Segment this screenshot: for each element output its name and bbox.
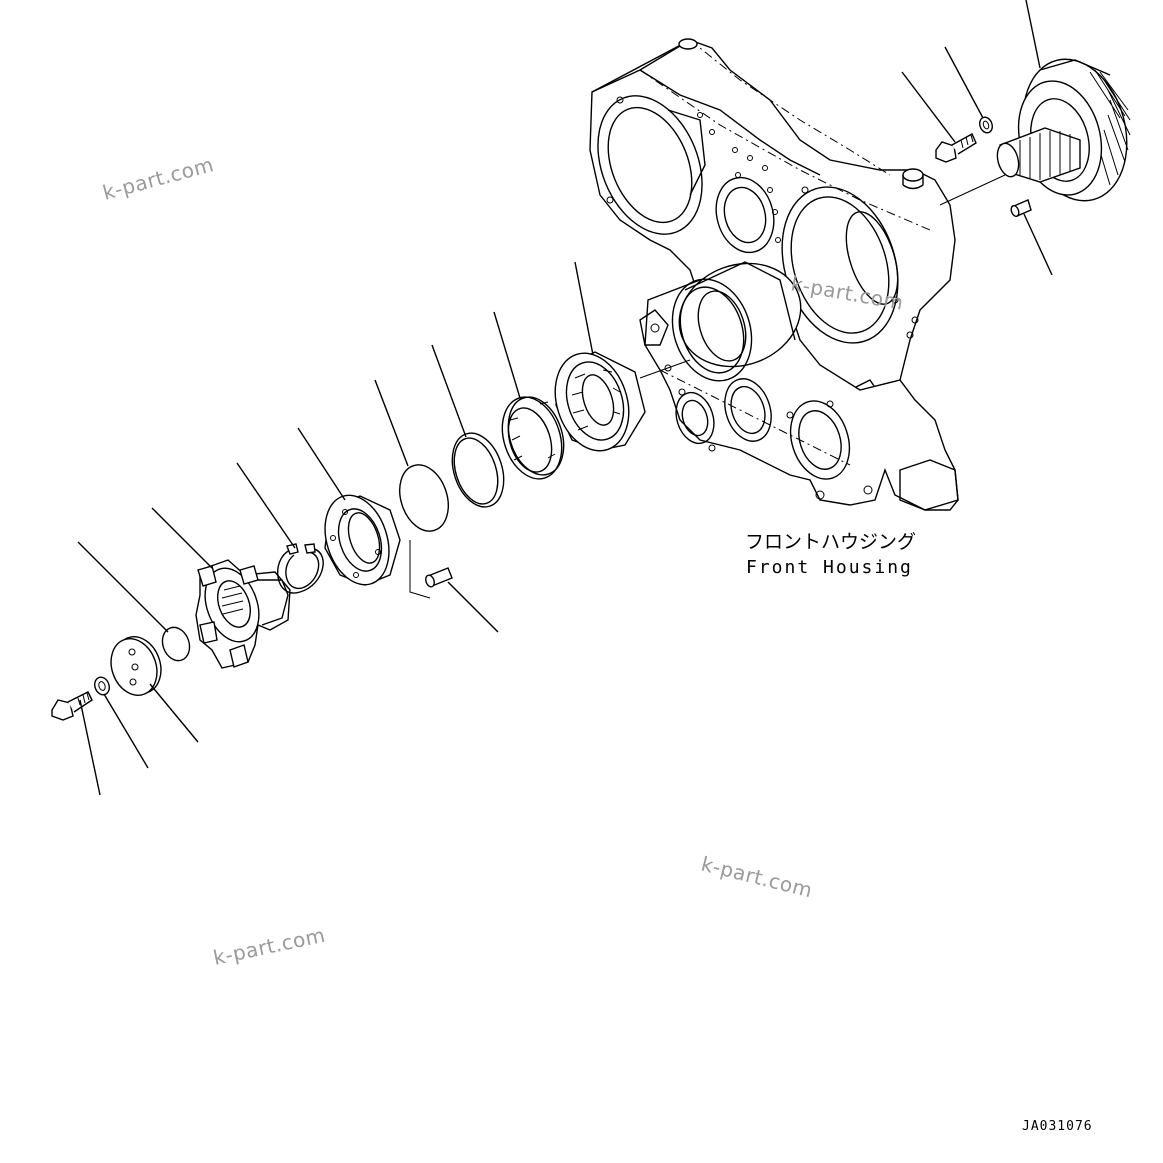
gear-shaft <box>996 58 1131 202</box>
drawing-code: JA031076 <box>1022 1119 1093 1134</box>
shim-ring <box>451 432 505 508</box>
watermark: k-part.com <box>699 852 815 903</box>
housing-label-jp: フロントハウジング <box>745 531 916 553</box>
housing-label-en: Front Housing <box>746 557 913 578</box>
o-ring-large <box>399 464 449 532</box>
end-plate <box>110 636 162 696</box>
spacer-cage <box>501 396 565 480</box>
washer <box>94 676 110 696</box>
bearing-retainer <box>324 494 401 586</box>
watermark: k-part.com <box>211 923 327 970</box>
snap-ring <box>276 543 324 594</box>
front-housing <box>589 38 959 511</box>
housing-washer <box>979 116 993 134</box>
flange-bolt <box>51 691 93 721</box>
o-ring-small <box>161 626 191 662</box>
housing-bolt <box>935 133 977 163</box>
dowel-pin <box>409 540 453 599</box>
roller-bearing <box>554 351 646 452</box>
gear-pin <box>1010 199 1032 218</box>
leader-lines <box>77 0 1053 796</box>
coupling-flange <box>195 559 291 669</box>
watermark: k-part.com <box>100 152 216 205</box>
